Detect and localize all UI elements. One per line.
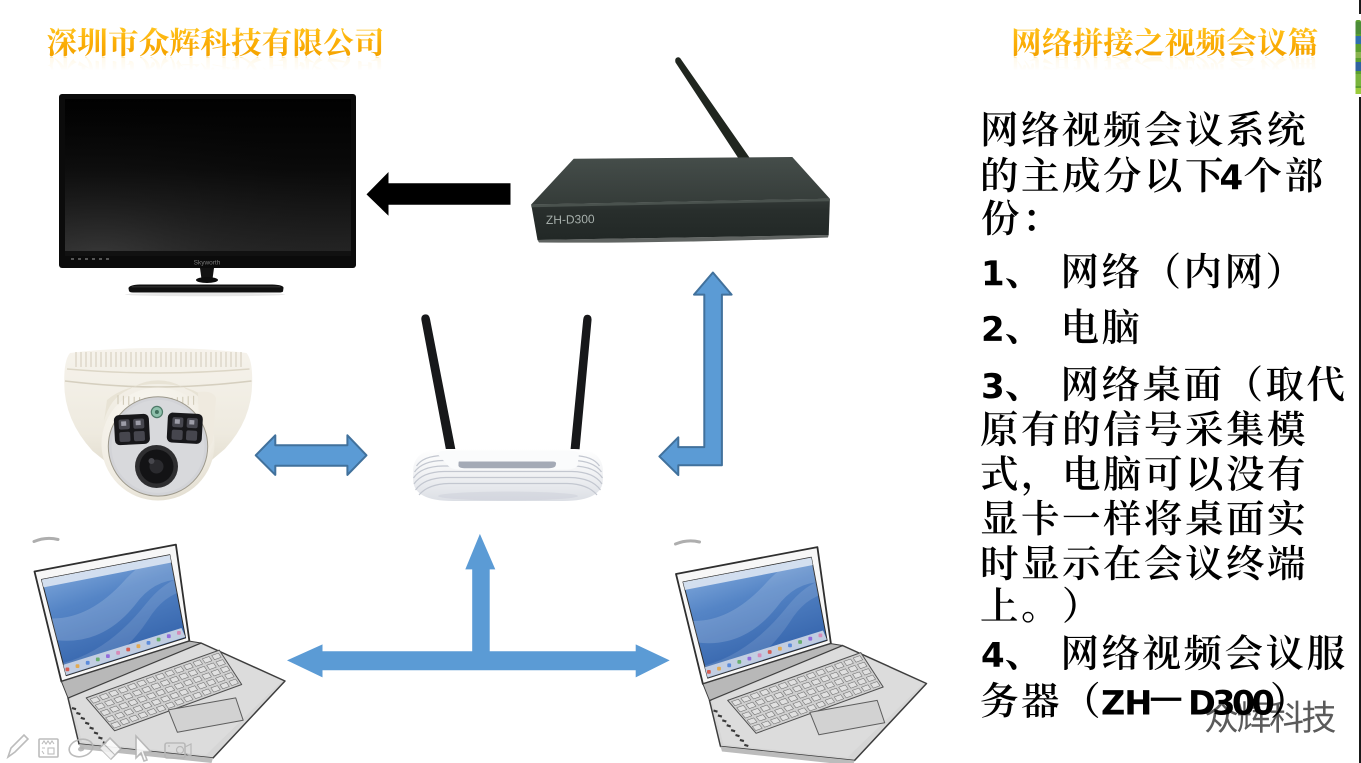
svg-text:ZH-D300: ZH-D300 — [546, 212, 595, 227]
svg-text:Skyworth: Skyworth — [194, 260, 221, 267]
